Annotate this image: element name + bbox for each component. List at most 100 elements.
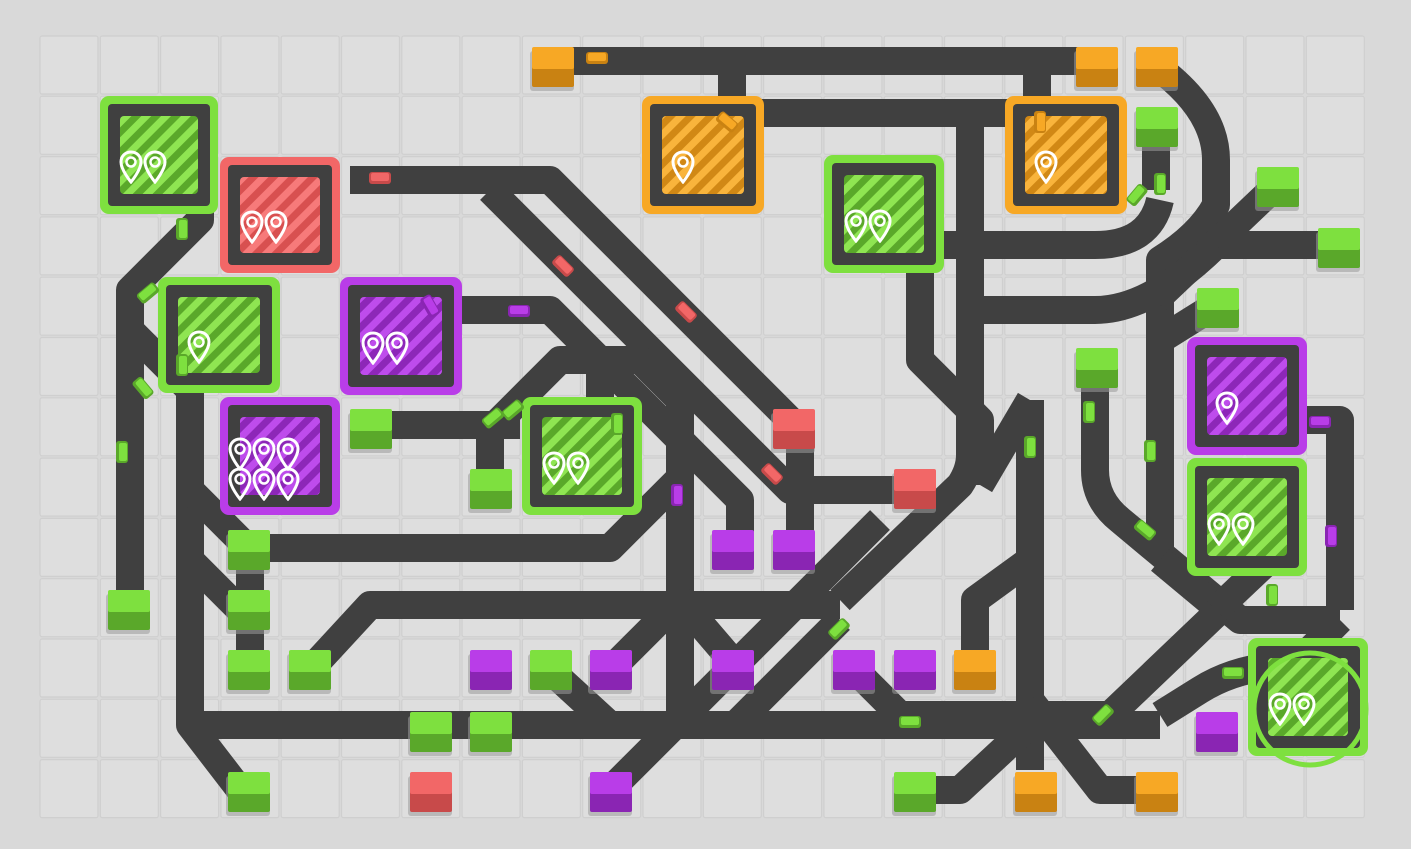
car-roof — [1136, 521, 1155, 538]
car-roof — [1027, 438, 1035, 456]
house-red[interactable] — [771, 409, 815, 453]
house-green[interactable] — [226, 650, 270, 694]
house-top — [894, 772, 936, 794]
road-segment[interactable] — [970, 234, 1226, 324]
destination-lot — [1207, 478, 1287, 556]
destination-orange — [642, 96, 764, 214]
house-top — [410, 772, 452, 794]
house-top — [1076, 348, 1118, 370]
house-orange[interactable] — [530, 47, 574, 91]
house-purple[interactable] — [588, 650, 632, 694]
grid-cell — [220, 95, 280, 155]
road-segment[interactable] — [1081, 365, 1340, 634]
house-top — [530, 650, 572, 672]
car-green — [116, 441, 128, 463]
house-orange[interactable] — [1134, 47, 1178, 91]
car-purple — [671, 484, 683, 506]
car-roof — [829, 619, 847, 637]
grid-cell — [99, 698, 159, 758]
grid-cell — [943, 517, 1004, 578]
grid-cell — [461, 336, 521, 397]
house-top — [590, 772, 632, 794]
house-green[interactable] — [468, 712, 512, 756]
destination-green — [1248, 638, 1369, 768]
grid-cell — [702, 758, 762, 819]
road-segment[interactable] — [1146, 54, 1230, 560]
house-green[interactable] — [1255, 167, 1299, 211]
house-purple[interactable] — [710, 650, 754, 694]
house-purple[interactable] — [892, 650, 936, 694]
grid-cell — [1305, 336, 1365, 397]
road-segment[interactable] — [725, 610, 850, 735]
house-top — [1257, 167, 1299, 189]
house-green[interactable] — [348, 409, 392, 453]
car-green — [1133, 519, 1157, 541]
grid-cell — [280, 578, 340, 638]
grid-cell — [702, 216, 762, 276]
house-green[interactable] — [408, 712, 452, 756]
house-orange[interactable] — [1134, 772, 1178, 816]
road-segment[interactable] — [480, 180, 910, 504]
road-segment[interactable] — [906, 245, 994, 485]
house-orange[interactable] — [952, 650, 996, 694]
house-green[interactable] — [226, 772, 270, 816]
house-green[interactable] — [1134, 107, 1178, 151]
house-green[interactable] — [226, 590, 270, 634]
house-red[interactable] — [892, 469, 936, 513]
house-top — [833, 650, 875, 672]
grid-cell — [99, 35, 159, 95]
destination-purple — [220, 397, 340, 515]
house-purple[interactable] — [468, 650, 512, 694]
house-top — [712, 650, 754, 672]
road-segment[interactable] — [600, 510, 890, 800]
cars — [116, 52, 1337, 728]
house-green[interactable] — [226, 530, 270, 574]
house-orange[interactable] — [1013, 772, 1057, 816]
grid-cell — [280, 276, 340, 336]
destination-lot — [662, 116, 744, 194]
road-segment[interactable] — [600, 586, 751, 680]
house-green[interactable] — [1316, 228, 1360, 272]
house-purple[interactable] — [831, 650, 875, 694]
grid-cell — [39, 216, 99, 276]
houses[interactable] — [106, 47, 1360, 816]
house-green[interactable] — [106, 590, 150, 634]
house-top — [894, 469, 936, 491]
house-purple[interactable] — [588, 772, 632, 816]
house-green[interactable] — [1195, 288, 1239, 332]
house-top — [228, 772, 270, 794]
grid-cell — [39, 578, 99, 638]
house-green[interactable] — [1074, 348, 1118, 392]
car-roof — [588, 53, 606, 61]
grid-cell — [340, 638, 401, 698]
car-roof — [119, 443, 127, 461]
house-top — [1136, 107, 1178, 129]
house-purple[interactable] — [710, 530, 754, 574]
house-top — [1196, 712, 1238, 734]
house-green[interactable] — [892, 772, 936, 816]
grid-cell — [1064, 517, 1124, 578]
highlight-ring — [1251, 650, 1369, 768]
house-top — [1197, 288, 1239, 310]
grid-cell — [39, 35, 99, 95]
road-segment[interactable] — [961, 548, 1039, 670]
road-segment[interactable] — [880, 196, 1174, 259]
car-roof — [1093, 705, 1111, 723]
house-green[interactable] — [528, 650, 572, 694]
house-purple[interactable] — [771, 530, 815, 574]
house-red[interactable] — [408, 772, 452, 816]
road-network[interactable] — [116, 47, 1354, 804]
grid-cell — [340, 216, 401, 276]
destination-lot — [1025, 116, 1107, 194]
road-segment[interactable] — [967, 392, 1043, 493]
house-green[interactable] — [468, 469, 512, 513]
grid-cell — [883, 578, 943, 638]
grid-cell — [39, 457, 99, 517]
house-green[interactable] — [287, 650, 331, 694]
road-segment[interactable] — [430, 296, 754, 550]
house-orange[interactable] — [1074, 47, 1118, 91]
grid-cell — [461, 95, 521, 155]
house-purple[interactable] — [1194, 712, 1238, 756]
car-green — [1126, 183, 1148, 207]
